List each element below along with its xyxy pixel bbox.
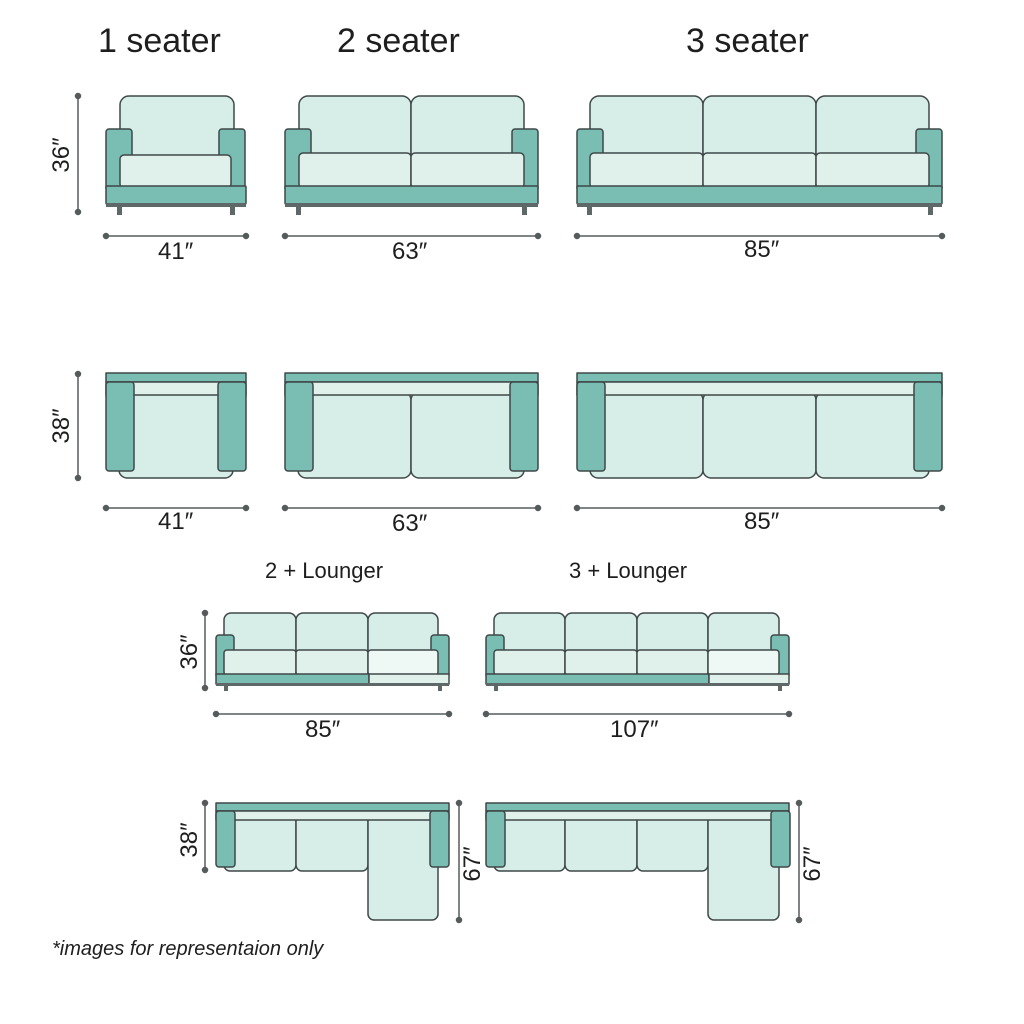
top-view-3-lounger (485, 802, 791, 921)
dimension-line (573, 232, 946, 240)
disclaimer-note: *images for representaion only (52, 938, 324, 960)
width-label-3-lounger: 107″ (610, 716, 659, 743)
dimension-line (201, 799, 209, 874)
top-view-3-seater (576, 372, 943, 479)
width-label-1-seater: 41″ (158, 238, 194, 265)
dimension-line (281, 232, 542, 240)
width-label-2-seater-top: 63″ (392, 510, 428, 537)
dimension-line (455, 799, 463, 924)
front-view-2-seater (284, 95, 539, 215)
top-view-1-seater (105, 372, 247, 479)
dimension-line (74, 370, 82, 482)
title-2-seater: 2 seater (337, 22, 460, 60)
dimension-line (74, 92, 82, 216)
depth-label-top: 38″ (48, 408, 75, 444)
dimension-line (482, 710, 793, 718)
top-view-2-seater (284, 372, 539, 479)
width-label-2-lounger: 85″ (305, 716, 341, 743)
width-label-1-seater-top: 41″ (158, 508, 194, 535)
dimension-line (795, 799, 803, 924)
title-2-lounger: 2 + Lounger (265, 558, 384, 583)
height-label-lounger: 36″ (176, 634, 203, 670)
lounger-depth-label-3: 67″ (799, 846, 826, 882)
depth-label-lounger: 38″ (176, 822, 203, 858)
dimension-line (201, 609, 209, 692)
dimension-line (102, 504, 250, 512)
width-label-3-seater: 85″ (744, 236, 780, 263)
front-view-3-lounger (485, 612, 790, 691)
dimension-line (102, 232, 250, 240)
front-view-2-lounger (215, 612, 450, 691)
width-label-3-seater-top: 85″ (744, 508, 780, 535)
title-1-seater: 1 seater (98, 22, 221, 60)
width-label-2-seater: 63″ (392, 238, 428, 265)
dimension-line (281, 504, 542, 512)
front-view-1-seater (105, 95, 247, 215)
top-view-2-lounger (215, 802, 450, 921)
dimension-line (573, 504, 946, 512)
title-3-seater: 3 seater (686, 22, 809, 60)
title-3-lounger: 3 + Lounger (569, 558, 688, 583)
dimension-line (212, 710, 453, 718)
lounger-depth-label-2: 67″ (459, 846, 486, 882)
front-view-3-seater (576, 95, 943, 215)
height-label-front: 36″ (48, 137, 75, 173)
